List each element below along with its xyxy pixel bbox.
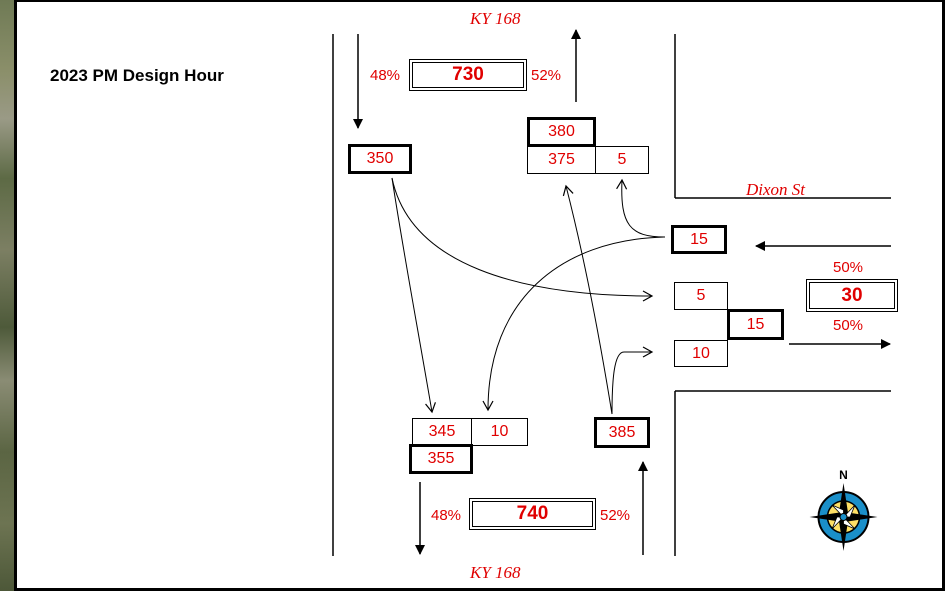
aerial-photo-strip	[0, 0, 14, 595]
dixon-inbound-right-box: 10	[674, 340, 728, 367]
movement-northbound-right	[611, 346, 654, 415]
northbound-through-box: 375	[527, 146, 596, 174]
movement-northbound-through	[562, 184, 613, 415]
page-margin	[945, 0, 949, 595]
street-label-south: KY 168	[470, 563, 521, 582]
northbound-right-box: 5	[595, 146, 649, 174]
street-label-east: Dixon St	[746, 180, 806, 199]
northbound-volume-box: 385	[594, 417, 650, 448]
north-total-volume: 730	[409, 59, 527, 91]
movement-westbound-right	[616, 178, 666, 238]
westbound-volume-box: 15	[671, 225, 727, 254]
south-total-volume: 740	[469, 498, 596, 530]
south-pct-southbound: 48%	[431, 507, 462, 524]
northbound-departure-box: 380	[527, 117, 596, 147]
movement-southbound-left	[391, 177, 654, 302]
southbound-from-east-box: 10	[471, 418, 528, 446]
compass-north-label: N	[839, 468, 848, 482]
dixon-inbound-left-box: 5	[674, 282, 728, 310]
compass-rose-icon: N	[806, 468, 881, 556]
southbound-through-box: 345	[412, 418, 472, 446]
north-pct-southbound: 48%	[370, 67, 401, 84]
southbound-departure-box: 355	[409, 444, 473, 474]
page-title: 2023 PM Design Hour	[50, 66, 224, 85]
page-margin	[0, 591, 949, 595]
south-pct-northbound: 52%	[600, 507, 631, 524]
eastbound-departure-box: 15	[727, 309, 784, 340]
east-pct-westbound: 50%	[833, 259, 864, 276]
movement-westbound-left	[482, 236, 665, 412]
diagram-panel	[14, 0, 945, 591]
east-total-volume: 30	[806, 279, 898, 312]
north-pct-northbound: 52%	[531, 67, 562, 84]
movement-southbound-through	[391, 177, 436, 414]
southbound-volume-box: 350	[348, 144, 412, 174]
east-pct-eastbound: 50%	[833, 317, 864, 334]
street-label-north: KY 168	[470, 9, 521, 28]
